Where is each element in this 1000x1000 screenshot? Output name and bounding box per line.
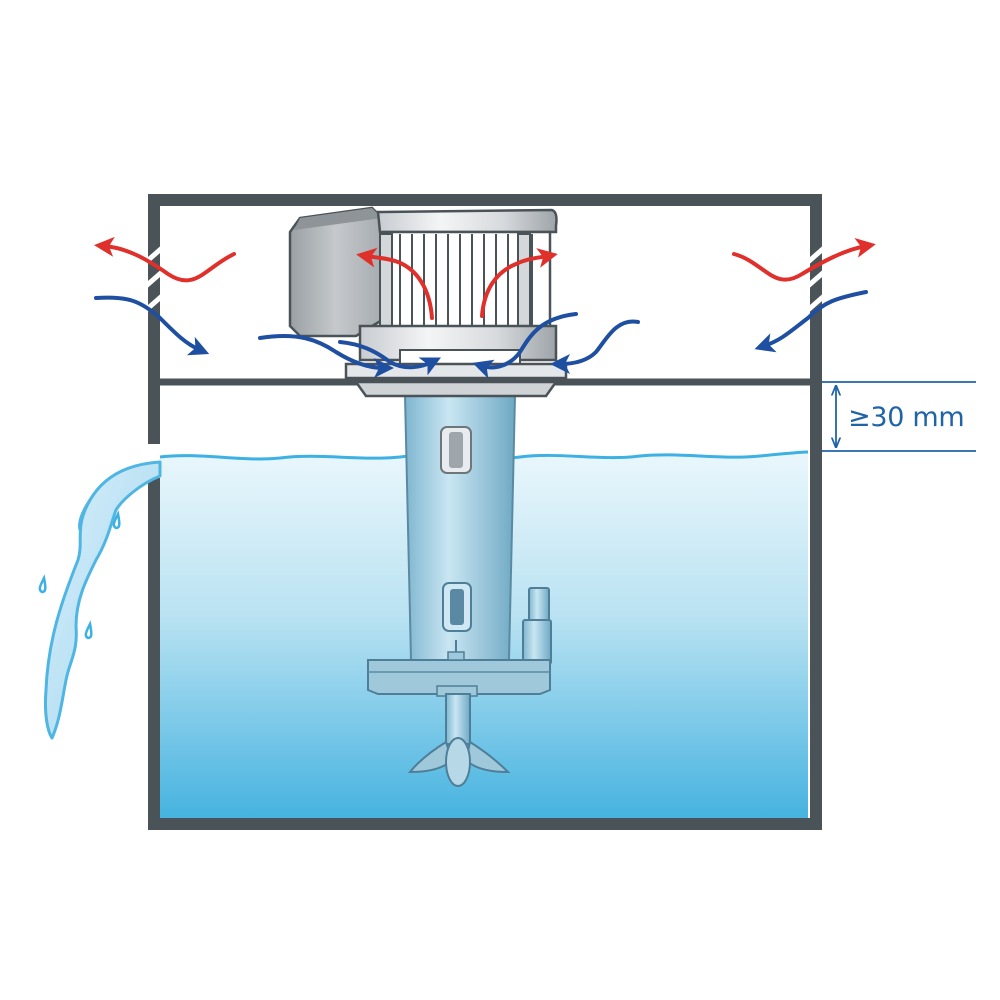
red-curved-arrow-icon [480,248,558,318]
blue-curved-arrow-icon [258,334,394,378]
pump-submerged-body [367,394,552,787]
blue-curved-arrow-icon [754,290,868,353]
red-curved-arrow-icon [732,237,876,282]
airflow-arrows [94,236,876,379]
right-vent-louvers [806,246,826,312]
blue-curved-arrow-icon [550,319,640,374]
clearance-label: ≥30 mm [848,402,964,433]
clearance-dimension: ≥30 mm [822,381,976,452]
water-overflow-jet [38,460,162,740]
blue-curved-arrow-icon [94,295,210,356]
red-curved-arrow-icon [94,236,236,283]
water-drop-icon [38,510,121,640]
blue-curved-arrow-icon [472,312,578,379]
blue-curved-arrow-icon [338,340,441,376]
red-curved-arrow-icon [356,247,434,320]
tank-frame [148,194,822,830]
